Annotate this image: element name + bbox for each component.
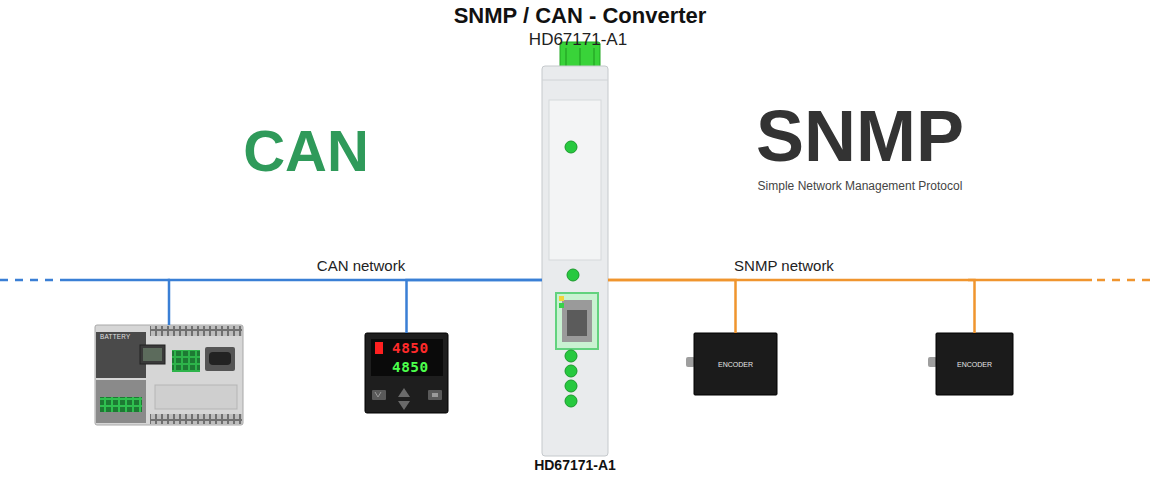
illustration-part [372,390,386,400]
illustration-part [542,66,608,456]
illustration-part [95,325,243,425]
illustration-part [565,365,577,377]
node-text: HD67171-A1 [534,457,616,474]
illustration-part [140,345,165,364]
illustration-part [556,293,598,349]
encoder: ENCODER [936,333,1013,395]
illustration-part [365,333,448,413]
illustration-part [375,392,381,397]
plc-device [95,325,243,425]
temperature-controller [365,333,448,413]
illustration-part [143,348,162,361]
model-subtitle: HD67171-A1 [529,30,627,50]
illustration-part [565,48,567,66]
can-logo: CAN [243,122,369,180]
illustration-part [0,279,56,282]
illustration-part [694,333,777,395]
illustration-part [155,385,237,409]
illustration-part [565,141,577,153]
node-text: 4850 [392,358,448,377]
illustration-part [542,80,608,81]
temperature-controller: 48504850 [365,333,448,413]
node-text: ENCODER [957,360,992,369]
network-label: SNMP network [734,257,834,275]
diagram-title: SNMP / CAN - Converter [454,3,707,29]
illustration-part [549,100,601,260]
converter-module [542,42,608,456]
illustration-part [398,388,410,397]
encoder: ENCODER [694,333,777,395]
node-text: BATTERY [100,332,243,341]
illustration-part [172,350,200,372]
illustration-part [100,397,142,412]
illustration-part [205,347,235,371]
illustration-part [428,390,442,400]
node-text: ENCODER [718,360,753,369]
illustration-part [398,401,410,410]
can-bus-line [169,280,542,325]
illustration-part [60,279,170,282]
snmp-network-line [608,280,975,333]
illustration-part [1097,279,1151,282]
illustration-part [968,279,1092,282]
snmp-logo: SNMP [756,100,964,172]
network-label: CAN network [317,257,405,275]
node-text: 4850 [392,339,448,358]
illustration-part [565,350,577,362]
illustration-part [150,326,242,336]
illustration-part [567,310,587,336]
illustration-part [562,300,592,342]
illustration-part [209,352,231,365]
illustration-part [100,397,142,412]
illustration-part [579,48,581,66]
illustration-part [559,303,564,308]
can-bus-line [407,280,543,333]
snmp-network-line [608,280,736,333]
plc-device: BATTERY [95,325,243,425]
illustration-part [96,380,146,423]
snmp-subtitle: Simple Network Management Protocol [758,179,963,193]
illustration-part [593,48,595,66]
illustration-part [432,393,438,397]
encoder-devices [686,333,1013,395]
illustration-part [150,414,242,424]
illustration-part [150,414,242,424]
converter-module: HD67171-A1 [542,42,608,474]
illustration-part [567,269,579,281]
illustration-part [375,342,383,354]
illustration-part [565,395,577,407]
illustration-part [565,380,577,392]
illustration-part [559,296,564,301]
illustration-part [172,350,200,372]
illustration-part [150,326,242,336]
illustration-part [936,333,1013,395]
